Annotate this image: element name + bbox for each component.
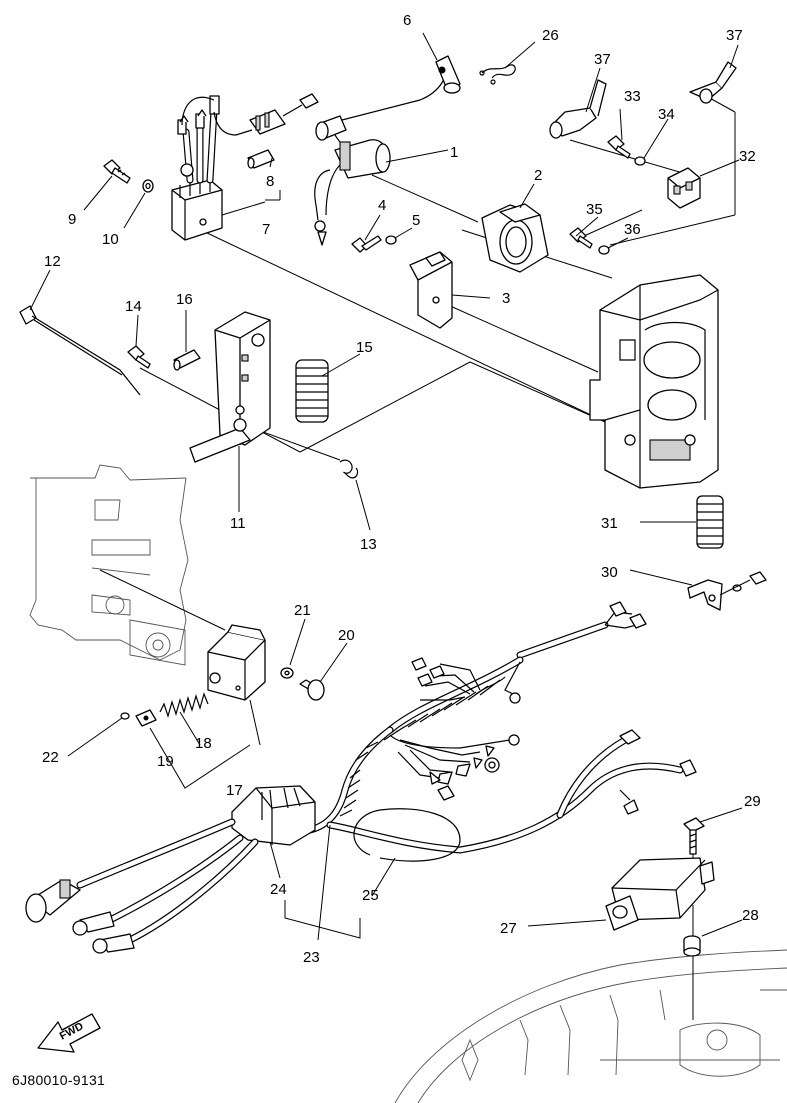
callout-15: 15 — [356, 339, 373, 356]
washer-part-34 — [634, 156, 646, 166]
diagram-code: 6J80010-9131 — [12, 1072, 106, 1088]
screw-part-33 — [607, 135, 631, 159]
relay-block-part-7 — [171, 93, 319, 241]
starter-relay-part-1 — [314, 61, 447, 246]
callout-37-right: 37 — [726, 27, 743, 44]
screw-part-4 — [351, 235, 382, 253]
callout-35: 35 — [586, 201, 603, 218]
callout-24: 24 — [270, 881, 287, 898]
callout-31: 31 — [601, 515, 618, 532]
callout-numbers: 1 2 3 4 5 6 7 8 9 10 11 12 13 14 15 16 1… — [42, 12, 761, 966]
callout-28: 28 — [742, 907, 759, 924]
lower-cowling-outline — [394, 949, 787, 1103]
washer-part-21 — [280, 667, 294, 679]
bracket-part-30 — [687, 571, 767, 611]
callout-12: 12 — [44, 253, 61, 270]
callout-5: 5 — [412, 212, 420, 229]
fuse-part-8 — [247, 149, 275, 169]
bolt-part-35 — [569, 227, 593, 249]
spring-part-31 — [696, 495, 724, 549]
washer-part-5 — [385, 235, 397, 245]
callout-leaders — [29, 32, 743, 941]
callout-13: 13 — [360, 536, 377, 553]
callout-30: 30 — [601, 564, 618, 581]
callout-3: 3 — [502, 290, 510, 307]
callout-4: 4 — [378, 197, 386, 214]
wire-harness-part-23 — [306, 601, 647, 834]
callout-14: 14 — [125, 298, 142, 315]
callout-36: 36 — [624, 221, 641, 238]
spring-part-18 — [159, 692, 209, 719]
callout-18: 18 — [195, 735, 212, 752]
bolt-part-9 — [103, 159, 131, 184]
screw-part-14 — [127, 345, 151, 369]
bracket-part-32 — [667, 167, 701, 209]
forward-direction-arrow: FWD — [37, 1013, 101, 1053]
callout-23: 23 — [303, 949, 320, 966]
spark-plug-cap-part-6 — [435, 55, 461, 94]
callout-21: 21 — [294, 602, 311, 619]
callout-8: 8 — [266, 173, 274, 190]
connector-part-24 — [25, 785, 316, 954]
callout-29: 29 — [744, 793, 761, 810]
bolt-part-20 — [299, 679, 325, 701]
washer-part-36 — [598, 245, 610, 255]
callout-2: 2 — [534, 167, 542, 184]
callout-20: 20 — [338, 627, 355, 644]
bracket-part-3 — [409, 251, 453, 329]
washer-part-10 — [142, 179, 154, 193]
callout-32: 32 — [739, 148, 756, 165]
callout-22: 22 — [42, 749, 59, 766]
plug-cap-part-37-right — [689, 61, 737, 104]
callout-34: 34 — [658, 106, 675, 123]
callout-6: 6 — [403, 12, 411, 29]
spring-part-15 — [295, 359, 329, 423]
clip-part-13 — [339, 459, 359, 479]
wire-harness-part-25 — [326, 729, 697, 862]
callout-25: 25 — [362, 887, 379, 904]
holder-part-2 — [481, 203, 549, 273]
engine-mount-housing — [589, 274, 719, 489]
callout-27: 27 — [500, 920, 517, 937]
callout-17: 17 — [226, 782, 243, 799]
callout-11: 11 — [230, 515, 246, 532]
bolt-part-29 — [683, 817, 705, 855]
callout-10: 10 — [102, 231, 119, 248]
bracket-plate-part-11 — [189, 311, 271, 463]
callout-26: 26 — [542, 27, 559, 44]
collar-part-28 — [683, 935, 701, 957]
callout-7: 7 — [262, 221, 270, 238]
brush-part-19 — [135, 709, 157, 727]
callout-19: 19 — [157, 753, 174, 770]
plug-cap-part-37-left — [549, 79, 607, 139]
callout-37-left: 37 — [594, 51, 611, 68]
regulator-part-17 — [207, 624, 266, 701]
callout-16: 16 — [176, 291, 193, 308]
washer-part-22 — [120, 712, 130, 720]
callout-9: 9 — [68, 211, 76, 228]
band-part-12 — [19, 305, 141, 396]
control-unit-part-27 — [605, 857, 715, 931]
callout-1: 1 — [450, 144, 458, 161]
fuse-part-16 — [173, 349, 201, 371]
clip-part-26 — [479, 64, 516, 85]
callout-33: 33 — [624, 88, 641, 105]
engine-block-outline — [29, 464, 189, 666]
